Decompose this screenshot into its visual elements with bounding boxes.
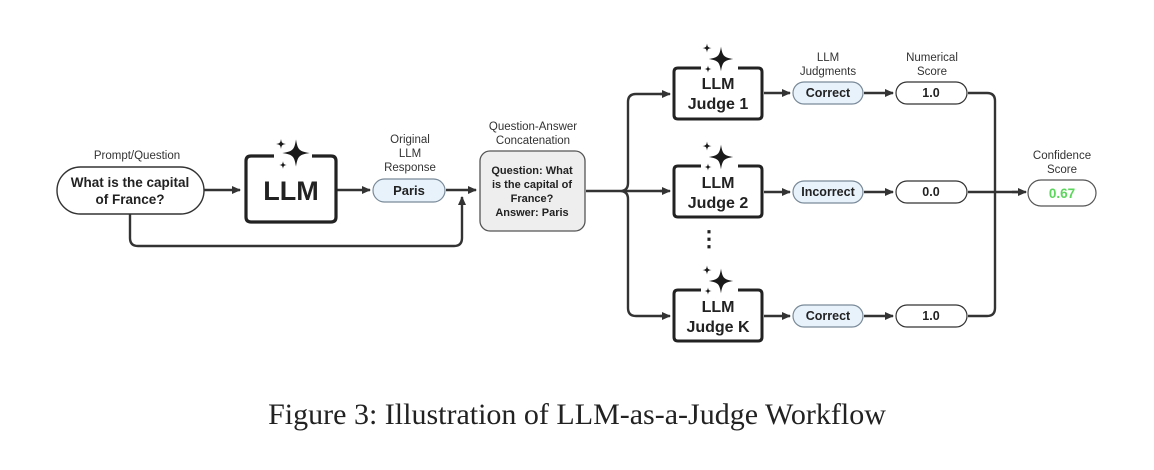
score-1-text: 1.0 [922, 86, 939, 100]
label-judgments-line1: LLM [817, 52, 839, 64]
sparkle-icon [276, 139, 310, 169]
label-numerical-line1: Numerical [906, 52, 958, 64]
workflow-diagram: Prompt/Question Original LLM Response Qu… [56, 43, 1097, 343]
label-confidence-line2: Score [1047, 164, 1077, 176]
label-original-line2: LLM [399, 148, 421, 160]
llm-label: LLM [263, 176, 318, 206]
ellipsis-more-judges: ⋮ [698, 226, 720, 251]
judgment-k-text: Correct [806, 309, 851, 323]
confidence-score-text: 0.67 [1049, 186, 1075, 201]
label-original-line3: Response [384, 162, 436, 174]
label-prompt: Prompt/Question [94, 150, 180, 162]
judge-2-node: LLM Judge 2 [672, 141, 764, 219]
figure-caption: Figure 3: Illustration of LLM-as-a-Judge… [268, 398, 886, 431]
response-text: Paris [393, 183, 425, 198]
sparkle-icon [702, 141, 734, 171]
connectors [128, 89, 1027, 320]
merge-scores-to-confidence [968, 91, 1018, 318]
concat-line2: is the capital of [492, 179, 572, 191]
label-llm-judgments: LLM Judgments [800, 52, 857, 78]
judge-k-node: LLM Judge K [672, 265, 764, 343]
label-numerical-line2: Score [917, 66, 947, 78]
response-pill: Paris [372, 178, 446, 203]
label-qa-concatenation: Question-Answer Concatenation [489, 121, 577, 147]
judge-1-node: LLM Judge 1 [672, 43, 764, 121]
label-confidence-line1: Confidence [1033, 150, 1091, 162]
concat-line1: Question: What [491, 165, 573, 177]
judge-1-line1: LLM [702, 76, 735, 93]
label-confidence-score: Confidence Score [1033, 150, 1091, 176]
judge-1-line2: Judge 1 [688, 96, 749, 113]
question-node: What is the capital of France? [56, 166, 205, 215]
score-k-text: 1.0 [922, 309, 939, 323]
arrow-question-loop-to-concat [128, 196, 466, 248]
score-k-pill: 1.0 [895, 304, 968, 328]
judgment-k-pill: Correct [792, 304, 864, 328]
judgment-1-text: Correct [806, 86, 851, 100]
label-judgments-line2: Judgments [800, 66, 857, 78]
concat-line3: France? [511, 193, 554, 205]
question-line2: of France? [95, 192, 164, 207]
sparkle-icon [702, 43, 734, 73]
branch-concat-to-judges [586, 92, 668, 318]
confidence-pill: 0.67 [1027, 179, 1097, 207]
judge-k-line1: LLM [702, 299, 735, 316]
label-numerical-score: Numerical Score [906, 52, 958, 78]
judgment-2-text: Incorrect [801, 185, 855, 199]
sparkle-icon [702, 265, 734, 295]
concat-node: Question: What is the capital of France?… [479, 150, 586, 232]
judge-2-line2: Judge 2 [688, 195, 749, 212]
label-qa-line2: Concatenation [496, 135, 570, 147]
score-2-text: 0.0 [922, 185, 939, 199]
judge-2-line1: LLM [702, 175, 735, 192]
label-original-response: Original LLM Response [384, 134, 436, 174]
label-qa-line1: Question-Answer [489, 121, 577, 133]
judgment-2-pill: Incorrect [792, 180, 864, 204]
judge-k-line2: Judge K [686, 319, 750, 336]
score-2-pill: 0.0 [895, 180, 968, 204]
score-1-pill: 1.0 [895, 81, 968, 105]
concat-line4: Answer: Paris [495, 207, 568, 219]
llm-node: LLM [244, 139, 338, 224]
judgment-1-pill: Correct [792, 81, 864, 105]
label-original-line1: Original [390, 134, 430, 146]
question-line1: What is the capital [71, 175, 190, 190]
